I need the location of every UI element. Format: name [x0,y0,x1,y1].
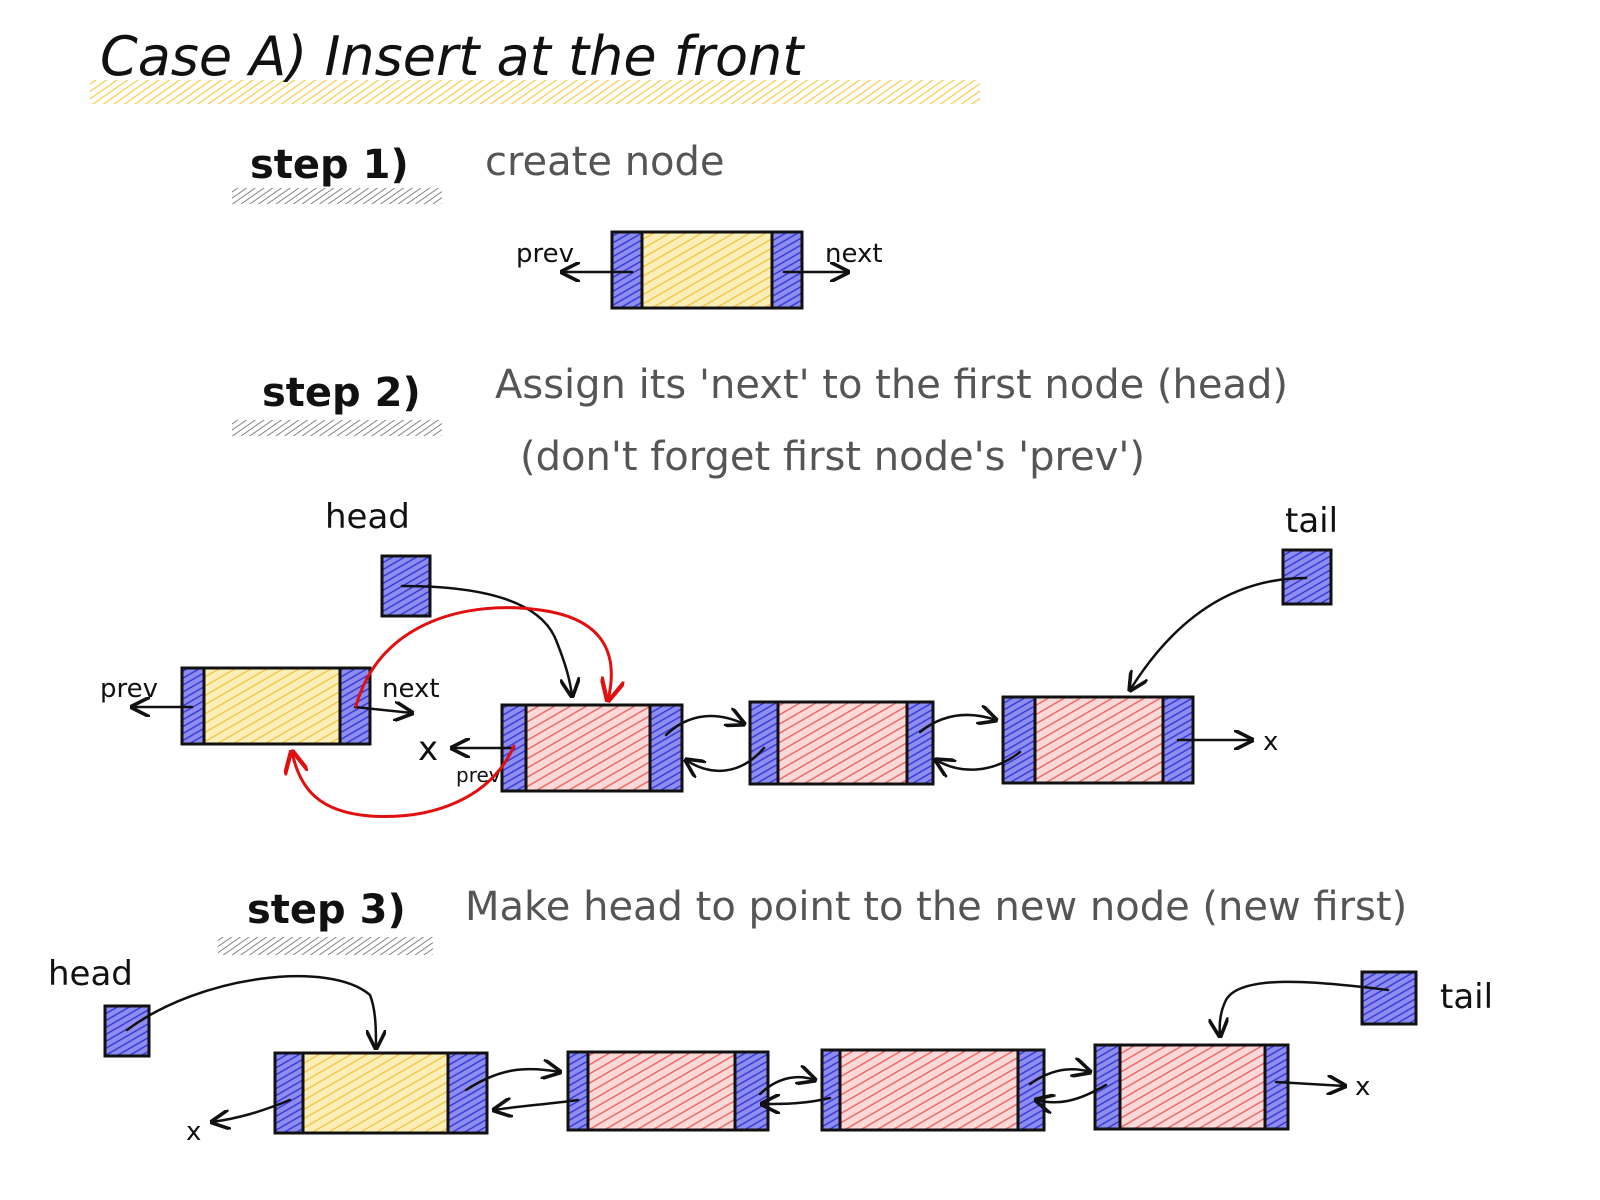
step3-text: Make head to point to the new node (new … [465,884,1407,930]
step2-link-2-1-prev [686,746,766,771]
step3-link-3-2-prev [762,1098,832,1104]
step3-link-1-2-next [464,1069,560,1092]
step2-new-next-label: next [382,674,440,704]
title-highlight-underline [90,80,980,104]
step3-link-2-3-next [758,1077,815,1096]
step1-next-label: next [825,239,883,269]
step3-link-2-1-prev [494,1100,580,1110]
step2-head-label: head [325,497,410,537]
step2-link-2-3-next [918,715,996,734]
step2-new-next-arrow [353,707,412,713]
step3-node-3 [820,1048,1046,1132]
step1-label-underline [232,188,442,204]
step3-null-prev-x: x [186,1117,201,1147]
step2-new-prev-label: prev [100,674,158,704]
step2-tail-arrow [1130,576,1308,690]
step2-link-1-2-next [664,716,744,737]
step2-first-prev-red-arrow [292,744,516,818]
step3-tail-pointer [1360,970,1418,1026]
step2-null-next-x: x [1263,727,1278,757]
step2-tail-pointer [1281,548,1333,606]
step2-link-3-2-prev [936,750,1022,770]
step2-new-node [180,666,372,746]
step2-label-underline [232,420,442,436]
step1-prev-label: prev [516,239,574,269]
step2-label: step 2) [262,370,421,416]
step3-tail-arrow [1220,980,1390,1036]
step2-node-3 [1001,695,1195,785]
step3-label: step 3) [247,887,406,933]
step3-node-1-new [273,1051,489,1135]
step2-line2: (don't forget first node's 'prev') [520,434,1145,480]
step1-text: create node [485,139,725,185]
step2-head-arrow [400,584,572,696]
step2-new-next-red-arrow [354,606,611,708]
step1-label: step 1) [250,142,409,188]
step3-null-next-x: x [1355,1072,1370,1102]
step2-node-2 [748,700,935,786]
step2-null-prev-x: x [418,729,438,769]
step3-null-prev-arrow [212,1098,292,1122]
step3-node-2 [566,1050,770,1132]
step3-head-label: head [48,954,133,994]
step3-tail-label: tail [1440,977,1493,1017]
step3-head-arrow [125,974,376,1048]
step3-null-next-arrow [1274,1082,1345,1086]
step2-node-1 [500,703,684,793]
step3-link-4-3-prev [1036,1083,1108,1102]
step1-new-node [610,230,804,310]
step3-label-underline [218,937,433,955]
page-title: Case A) Insert at the front [100,25,805,88]
step2-tail-label: tail [1285,501,1338,541]
step3-node-4 [1093,1043,1290,1131]
step2-line1: Assign its 'next' to the first node (hea… [495,362,1288,408]
step3-link-3-4-next [1028,1069,1090,1086]
